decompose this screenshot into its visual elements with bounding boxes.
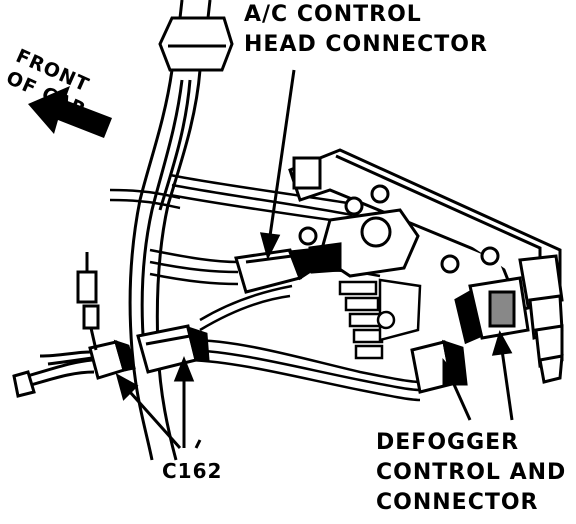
top-harness-connector — [158, 0, 234, 72]
defogger-label: DEFOGGER CONTROL AND CONNECTOR — [376, 428, 566, 518]
ac-connector-line-2: HEAD CONNECTOR — [244, 32, 488, 57]
control-head-module — [298, 184, 500, 278]
wire-bundle-lower — [189, 284, 421, 402]
leader-arrows — [115, 69, 514, 449]
c162-label: C162 — [162, 459, 223, 483]
front-direction-arrow — [28, 86, 112, 138]
c162-pigtail-connector — [12, 339, 136, 398]
c162-connector — [136, 324, 210, 374]
ac-connector-label: A/C CONTROL HEAD CONNECTOR — [244, 0, 488, 60]
ac-control-head-connector — [234, 248, 314, 294]
ac-connector-line-1: A/C CONTROL — [244, 2, 422, 27]
defogger-line-3: CONNECTOR — [376, 490, 539, 515]
switch-terminals — [338, 278, 422, 360]
defogger-line-2: CONTROL AND — [376, 460, 567, 485]
defogger-connector — [410, 339, 468, 394]
defogger-line-1: DEFOGGER — [376, 430, 520, 455]
main-harness-bundle — [128, 69, 202, 461]
wire-bundle-upper — [109, 173, 361, 224]
defogger-switch — [454, 276, 530, 345]
side-inline-connector — [76, 252, 100, 351]
